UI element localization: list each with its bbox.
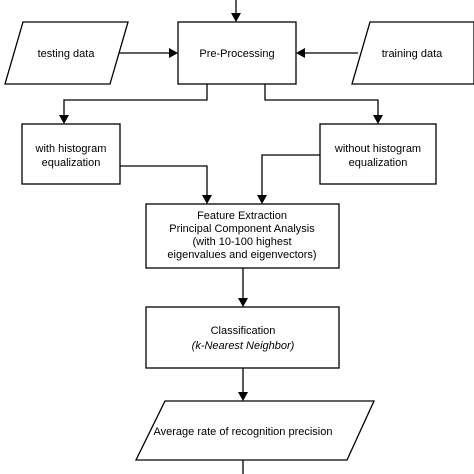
arrow-feature-to-classification-head [238,298,248,307]
testing-data-node: testing data [4,21,129,85]
arrow-testing-to-preprocessing-head [169,48,178,58]
feature-extraction-line1: Feature Extraction [197,210,287,222]
with-histogram-label-line1: with histogram [35,143,107,155]
arrow-preprocessing-to-without-head [373,115,383,124]
with-histogram-node: with histogram equalization [21,123,121,185]
classification-line2: (k-Nearest Neighbor) [192,340,295,352]
arrow-preprocessing-to-without [264,84,379,116]
classification-line1: Classification [211,325,276,337]
feature-extraction-line2: Principal Component Analysis [169,223,315,235]
with-histogram-shape [21,123,121,185]
arrow-training-to-preprocessing-head [296,48,305,58]
classification-shape [145,306,340,369]
connectors [59,0,383,474]
feature-extraction-line4: eigenvalues and eigenvectors) [167,249,316,261]
arrow-with-to-feature [120,165,208,196]
arrow-without-to-feature-head [257,195,267,204]
training-data-shape [351,21,474,85]
feature-extraction-line3: (with 10-100 highest [192,236,291,248]
preprocessing-label: Pre-Processing [199,48,274,60]
arrow-preprocessing-to-with-head [59,115,69,124]
output-node: Average rate of recognition precision [134,400,376,461]
output-shape [134,400,376,461]
training-data-label: training data [382,48,443,60]
training-data-node: training data [351,21,474,85]
output-label: Average rate of recognition precision [154,426,333,438]
without-histogram-shape [319,123,437,185]
arrow-with-to-feature-head [202,195,212,204]
testing-data-label: testing data [38,48,96,60]
arrow-top-entry-head [231,13,241,22]
preprocessing-node: Pre-Processing [177,21,297,85]
testing-data-shape [4,21,129,85]
arrow-preprocessing-to-with [63,84,208,116]
arrow-without-to-feature [261,154,320,196]
without-histogram-label-line1: without histogram [334,143,421,155]
without-histogram-node: without histogram equalization [319,123,437,185]
classification-line2-open: ( [192,340,197,352]
arrow-classification-to-output-head [238,392,248,401]
feature-extraction-node: Feature Extraction Principal Component A… [145,203,340,269]
classification-node: Classification (k-Nearest Neighbor) [145,306,340,369]
with-histogram-label-line2: equalization [42,157,101,169]
classification-line2-k: k [195,340,201,352]
feature-extraction-shape [145,203,340,269]
preprocessing-shape [177,21,297,85]
without-histogram-label-line2: equalization [349,157,408,169]
classification-line2-rest: -Nearest Neighbor) [201,340,295,352]
